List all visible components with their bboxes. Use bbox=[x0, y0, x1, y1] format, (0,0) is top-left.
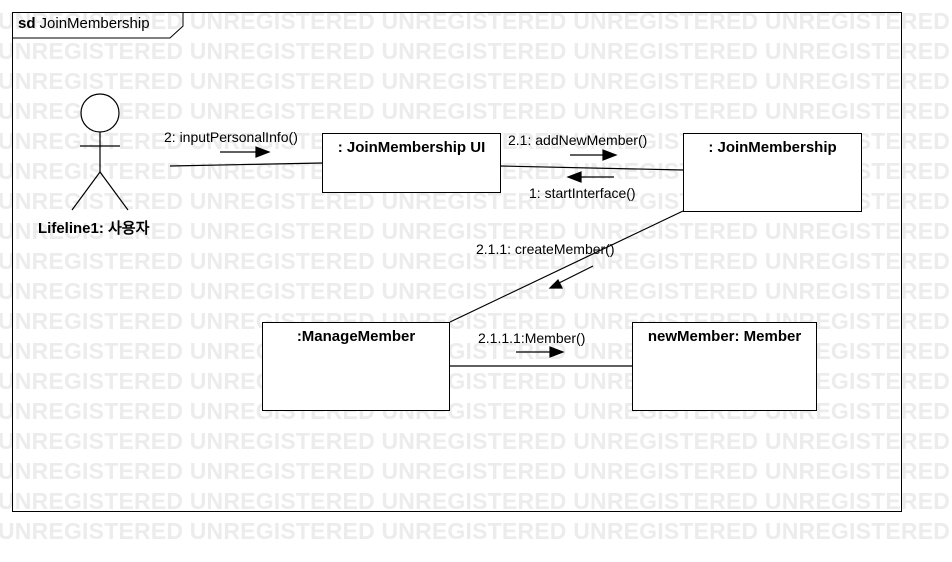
object-newmember-label: newMember: Member bbox=[647, 328, 802, 345]
actor-label: Lifeline1: 사용자 bbox=[38, 220, 150, 237]
object-managemember[interactable]: :ManageMember bbox=[262, 322, 450, 411]
object-joinmembership[interactable]: : JoinMembership bbox=[683, 133, 862, 212]
message-start-interface: 1: startInterface() bbox=[529, 185, 636, 201]
message-input-personal-info: 2: inputPersonalInfo() bbox=[164, 129, 298, 145]
object-joinmembership-ui-label: : JoinMembership UI bbox=[337, 139, 486, 156]
message-create-member: 2.1.1: createMember() bbox=[476, 241, 615, 257]
link-ui-control bbox=[499, 165, 684, 171]
object-managemember-label: :ManageMember bbox=[296, 328, 416, 345]
frame-kind: sd bbox=[18, 15, 36, 32]
arrow-input bbox=[220, 146, 271, 158]
frame-label-tab bbox=[12, 12, 184, 39]
message-add-new-member: 2.1: addNewMember() bbox=[508, 132, 648, 148]
link-control-manager bbox=[449, 210, 684, 323]
object-newmember[interactable]: newMember: Member bbox=[632, 322, 817, 411]
object-joinmembership-ui[interactable]: : JoinMembership UI bbox=[322, 133, 501, 193]
message-member-constructor: 2.1.1.1:Member() bbox=[478, 330, 586, 346]
arrow-create bbox=[548, 265, 594, 289]
arrow-start bbox=[566, 171, 614, 183]
link-actor-ui bbox=[169, 162, 323, 167]
arrow-member bbox=[516, 346, 565, 358]
arrow-add bbox=[570, 149, 618, 161]
sequence-diagram-frame bbox=[12, 12, 902, 512]
frame-name: JoinMembership bbox=[39, 15, 150, 32]
actor-stick-figure-icon bbox=[71, 93, 129, 211]
object-joinmembership-label: : JoinMembership bbox=[708, 139, 837, 156]
